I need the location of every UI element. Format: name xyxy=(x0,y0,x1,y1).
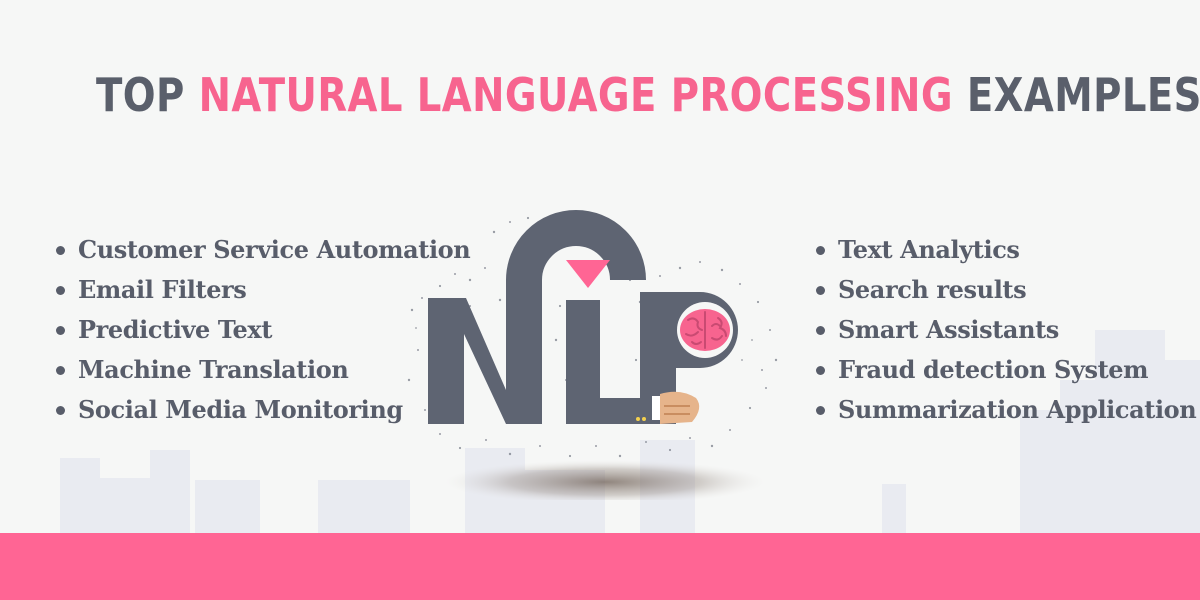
title-prefix: TOP xyxy=(96,68,185,122)
bullet-icon xyxy=(56,326,65,335)
list-item: Predictive Text xyxy=(56,310,470,350)
list-item-label: Fraud detection System xyxy=(838,355,1149,384)
list-item: Customer Service Automation xyxy=(56,230,471,270)
nlp-logo xyxy=(407,210,778,500)
bullet-icon xyxy=(816,286,825,295)
bullet-icon xyxy=(56,246,65,255)
list-item-label: Summarization Application xyxy=(838,395,1197,424)
list-item: Smart Assistants xyxy=(816,310,1196,350)
list-item: Summarization Application xyxy=(816,390,1197,430)
list-item: Search results xyxy=(816,270,1196,310)
footer-band xyxy=(0,533,1200,600)
bullet-icon xyxy=(816,246,825,255)
bullet-icon xyxy=(56,366,65,375)
logo-shadow xyxy=(445,460,765,500)
list-item-label: Smart Assistants xyxy=(838,315,1059,344)
pipe-arch xyxy=(506,210,646,424)
list-item-label: Social Media Monitoring xyxy=(78,395,403,424)
bullet-icon xyxy=(816,366,825,375)
list-item: Machine Translation xyxy=(56,350,470,390)
list-item-label: Search results xyxy=(838,275,1027,304)
list-item-label: Customer Service Automation xyxy=(78,235,471,264)
list-item-label: Machine Translation xyxy=(78,355,349,384)
hand-icon xyxy=(634,391,700,424)
funnel-triangle xyxy=(566,260,610,288)
title-highlight: NATURAL LANGUAGE PROCESSING xyxy=(198,68,953,122)
list-item: Email Filters xyxy=(56,270,470,310)
left-examples-list: Customer Service Automation Email Filter… xyxy=(56,230,471,430)
bullet-icon xyxy=(56,286,65,295)
list-item-label: Predictive Text xyxy=(78,315,273,344)
title-suffix: EXAMPLES xyxy=(966,68,1200,122)
list-item: Fraud detection System xyxy=(816,350,1196,390)
letter-l xyxy=(566,300,662,424)
list-item-label: Email Filters xyxy=(78,275,247,304)
list-item-label: Text Analytics xyxy=(838,235,1020,264)
list-item: Social Media Monitoring xyxy=(56,390,470,430)
bullet-icon xyxy=(56,406,65,415)
bullet-icon xyxy=(816,406,825,415)
page-title: TOP NATURAL LANGUAGE PROCESSING EXAMPLES xyxy=(96,68,1200,122)
brain-folds xyxy=(685,311,727,349)
bullet-icon xyxy=(816,326,825,335)
list-item: Text Analytics xyxy=(816,230,1196,270)
right-examples-list: Text Analytics Search results Smart Assi… xyxy=(816,230,1197,430)
